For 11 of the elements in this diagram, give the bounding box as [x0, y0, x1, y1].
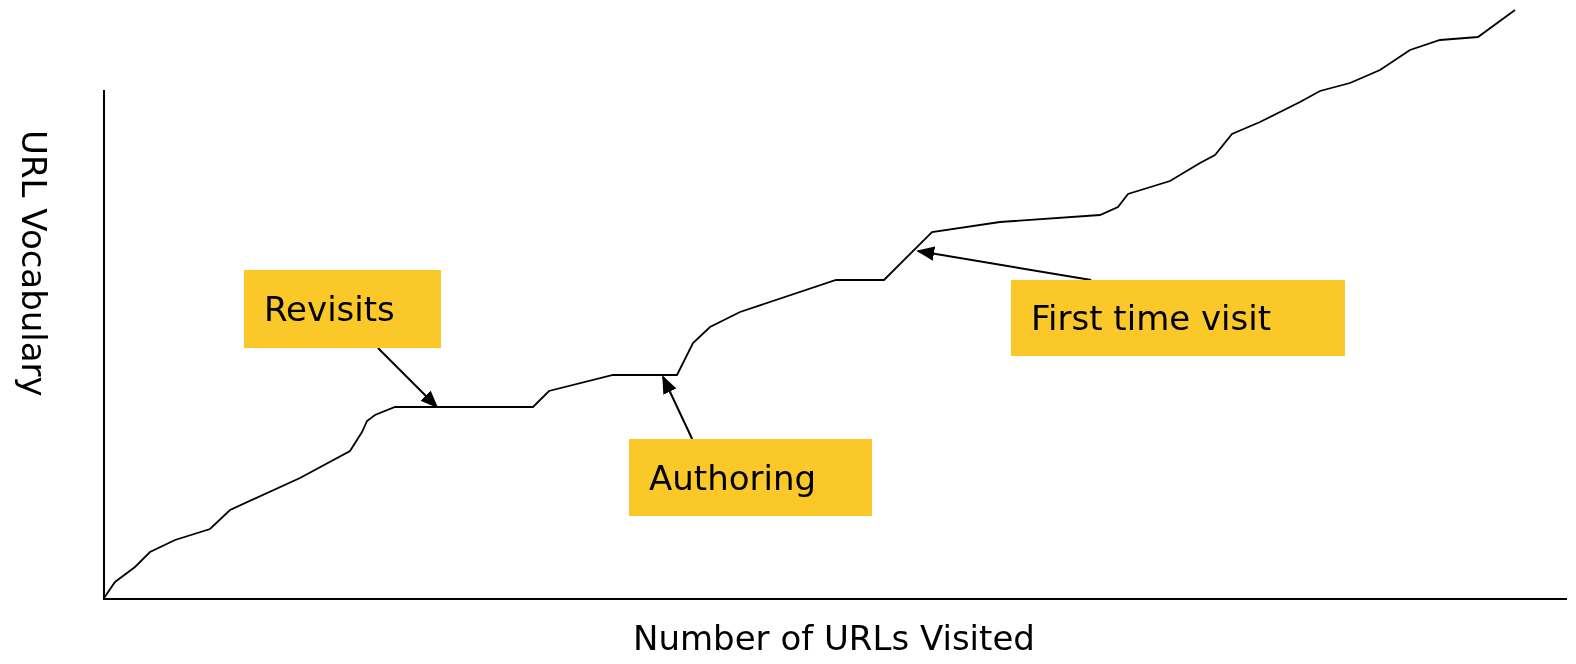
- annotation-box: [244, 270, 441, 348]
- y-axis-label: URL Vocabulary: [14, 130, 54, 397]
- x-axis-label: Number of URLs Visited: [633, 618, 1035, 658]
- leader-line: [376, 347, 439, 409]
- annotation-box: [629, 439, 872, 516]
- annotation-box: [1011, 280, 1345, 356]
- annotation-text: Revisits: [264, 289, 395, 329]
- annotation-text: First time visit: [1031, 298, 1272, 338]
- leader-line: [662, 375, 694, 440]
- annotation-text: Authoring: [649, 457, 817, 498]
- leader-line: [916, 246, 1093, 281]
